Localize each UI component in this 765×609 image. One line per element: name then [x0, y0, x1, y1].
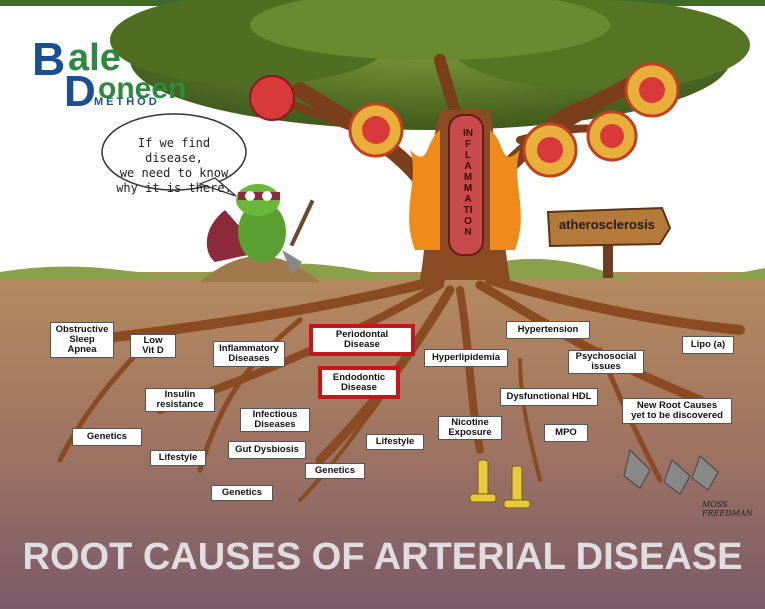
label-obstructive-sleep-apnea: Obstructive Sleep Apnea	[50, 322, 114, 358]
atherosclerosis-sign: atherosclerosis	[545, 210, 669, 240]
page-title: ROOT CAUSES OF ARTERIAL DISEASE	[0, 536, 765, 579]
label-lifestyle-2: Lifestyle	[366, 434, 424, 450]
label-inflammatory-diseases: Inflammatory Diseases	[213, 341, 285, 367]
label-mpo: MPO	[544, 424, 588, 442]
frog-character	[207, 184, 315, 274]
label-lipo-a: Lipo (a)	[682, 336, 734, 354]
logo-letter-d: D	[64, 72, 96, 112]
label-genetics-2: Genetics	[305, 463, 365, 479]
logo-letter-b: B	[32, 36, 65, 82]
label-psychosocial-issues: Psychosocial issues	[568, 350, 644, 374]
label-nicotine-exposure: Nicotine Exposure	[438, 416, 502, 440]
label-lifestyle-1: Lifestyle	[150, 450, 206, 466]
label-low-vit-d: Low Vit D	[130, 334, 176, 358]
flames-left	[409, 130, 440, 250]
label-gut-dysbiosis: Gut Dysbiosis	[228, 441, 306, 459]
label-endodontic-disease: Endodontic Disease	[318, 366, 400, 399]
label-hyperlipidemia: Hyperlipidemia	[424, 349, 508, 367]
label-dysfunctional-hdl: Dysfunctional HDL	[500, 388, 598, 406]
artist-signature: MOSS FREEDMAN	[702, 500, 753, 518]
logo-word-method: METHOD	[94, 96, 160, 108]
label-insulin-resistance: Insulin resistance	[145, 388, 215, 412]
speech-bubble-text: If we find disease, we need to know why …	[108, 128, 240, 184]
label-genetics-1: Genetics	[72, 428, 142, 446]
bale-doneen-logo: B ale D oneen METHOD	[32, 36, 192, 106]
label-periodontal-disease: Periodontal Disease	[309, 324, 415, 356]
label-genetics-3: Genetics	[211, 485, 273, 501]
inflammation-label: INFLAMMATION	[462, 128, 474, 238]
label-infectious-diseases: Infectious Diseases	[240, 408, 310, 432]
label-new-root-causes: New Root Causes yet to be discovered	[622, 398, 732, 424]
label-hypertension: Hypertension	[506, 321, 590, 339]
